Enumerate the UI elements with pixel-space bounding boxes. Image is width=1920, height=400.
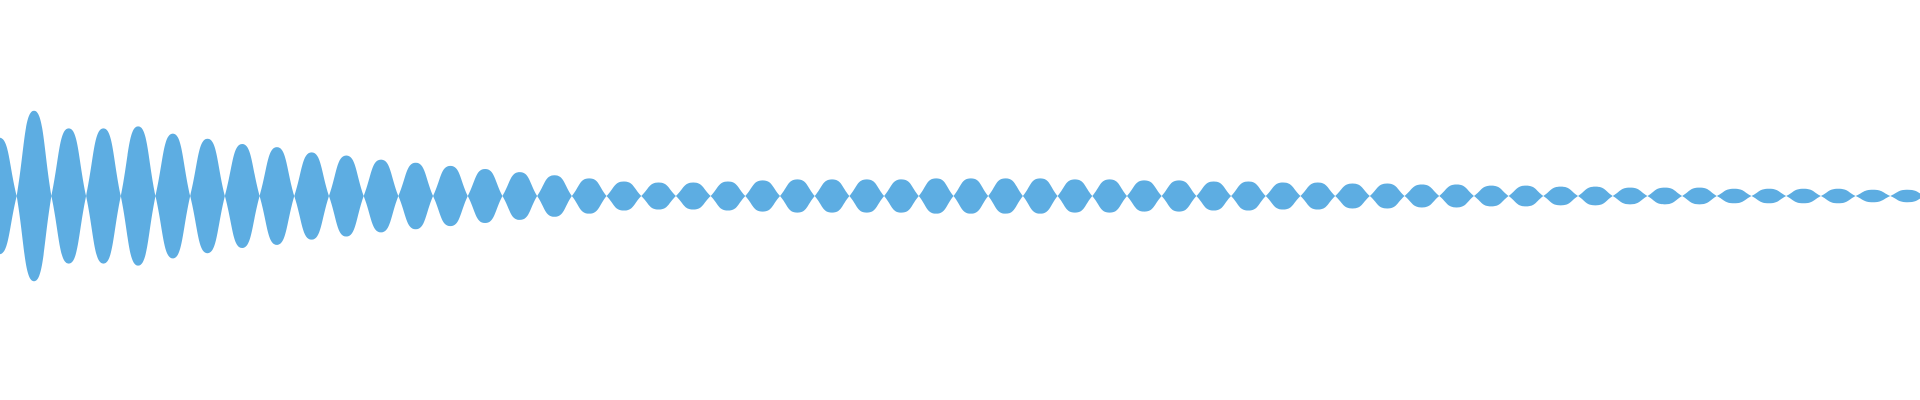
waveform-lobe xyxy=(1161,180,1197,212)
waveform-lobe xyxy=(537,175,572,217)
waveform-lobe xyxy=(259,147,295,245)
waveform-lobe xyxy=(502,172,538,220)
waveform-lobe xyxy=(1404,184,1440,208)
waveform-lobe xyxy=(571,178,607,214)
waveform-lobe xyxy=(190,138,225,254)
waveform-lobe xyxy=(1682,187,1717,205)
waveform-lobe xyxy=(363,159,399,233)
waveform-lobe xyxy=(1300,182,1336,210)
waveform-lobe xyxy=(1369,183,1405,209)
waveform-lobe xyxy=(1855,189,1891,203)
waveform-lobe xyxy=(1786,188,1821,204)
waveform-lobe xyxy=(1196,181,1232,211)
waveform-lobe xyxy=(745,180,781,212)
waveform-lobe xyxy=(51,128,87,264)
waveform-lobe xyxy=(1092,179,1127,213)
waveform-lobe xyxy=(849,179,885,213)
waveform-lobe xyxy=(328,155,364,237)
waveform-lobe xyxy=(1057,179,1093,213)
waveform-lobe xyxy=(1890,189,1920,203)
waveform-lobe xyxy=(641,182,676,210)
waveform-lobe xyxy=(1231,181,1266,211)
waveform-lobe xyxy=(988,178,1023,214)
waveform-lobe xyxy=(1716,188,1752,204)
waveform-lobe xyxy=(1265,182,1301,210)
waveform-lobe xyxy=(884,179,919,213)
waveform-lobe xyxy=(1022,178,1058,214)
waveform-lobe xyxy=(1508,185,1544,207)
waveform-lobe xyxy=(467,168,503,224)
waveform-lobe xyxy=(1543,186,1579,206)
waveform-lobe xyxy=(918,178,954,214)
waveform-lobe xyxy=(1473,185,1509,207)
waveform-lobe xyxy=(120,126,156,266)
waveform-lobe xyxy=(606,181,642,211)
waveform-lobe xyxy=(1820,188,1856,204)
waveform-lobe xyxy=(675,182,711,210)
waveform-lobe xyxy=(780,179,815,213)
waveform-lobe xyxy=(1335,183,1370,209)
waveform-lobe xyxy=(433,165,468,227)
waveform-lobe xyxy=(155,133,191,259)
waveform-lobe xyxy=(294,152,329,240)
waveform-lobe xyxy=(0,137,17,255)
waveform-lobe xyxy=(814,179,850,213)
waveform-lobe xyxy=(1578,186,1613,206)
waveform-lobe xyxy=(1126,180,1162,212)
waveform-lobe xyxy=(398,162,434,230)
waveform-lobe xyxy=(1751,188,1787,204)
waveform-lobe xyxy=(224,144,260,248)
waveform-lobe xyxy=(1439,184,1474,208)
waveform-lobe xyxy=(1647,187,1683,205)
waveform-lobe xyxy=(16,110,52,282)
waveform-lobe xyxy=(1612,187,1648,205)
waveform-lobe xyxy=(86,128,121,264)
waveform-lobe xyxy=(953,178,989,214)
waveform-lobe xyxy=(710,181,746,211)
